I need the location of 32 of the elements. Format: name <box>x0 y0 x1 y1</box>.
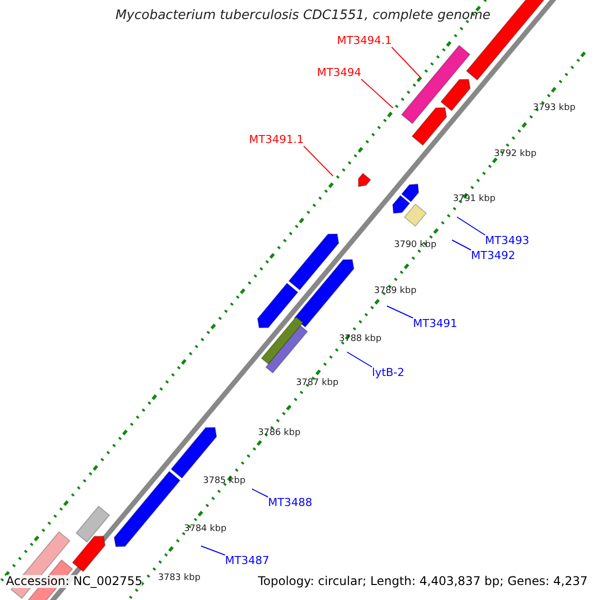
leader-line <box>360 78 394 108</box>
scale-label: 3790 kbp <box>394 241 436 251</box>
scale-label: 3783 kbp <box>158 574 200 584</box>
gene-label: MT3494 <box>317 67 362 80</box>
scale-label: 3785 kbp <box>203 477 246 487</box>
leader-line <box>346 352 372 368</box>
scale-label: 3789 kbp <box>374 287 416 297</box>
scale-label: 3786 kbp <box>258 429 300 439</box>
gene-label: lytB-2 <box>372 367 404 380</box>
leader-line <box>452 240 472 250</box>
gene-label: MT3492 <box>471 250 516 262</box>
scale-label: 3788 kbp <box>339 335 382 345</box>
scale-label: 3787 kbp <box>296 379 338 389</box>
gene-label: MT3491.1 <box>249 134 304 146</box>
title: Mycobacterium tuberculosis CDC1551, complete genome <box>114 9 492 24</box>
gene-label: MT3494.1 <box>337 35 392 48</box>
leader-line <box>303 146 334 176</box>
gene-label: MT3488 <box>268 497 312 510</box>
gene-label: MT3491 <box>413 318 458 330</box>
leader-line <box>200 546 226 556</box>
leader-line <box>456 216 486 236</box>
leader-line <box>391 46 422 78</box>
scale-label: 3784 kbp <box>184 525 226 535</box>
footer-text: Topology: circular; Length: 4,403,837 bp; Genes: 4,237 <box>258 575 588 588</box>
gene-label: MT3487 <box>225 555 270 568</box>
scale-label: 3793 kbp <box>533 104 576 114</box>
leader-line <box>386 306 414 318</box>
scale-label: 3791 kbp <box>453 195 496 205</box>
scale-label: 3792 kbp <box>494 150 536 160</box>
leader-line <box>252 488 268 498</box>
footer-text: Accession: NC_002755 <box>6 575 142 588</box>
gene-label: MT3493 <box>485 235 530 248</box>
